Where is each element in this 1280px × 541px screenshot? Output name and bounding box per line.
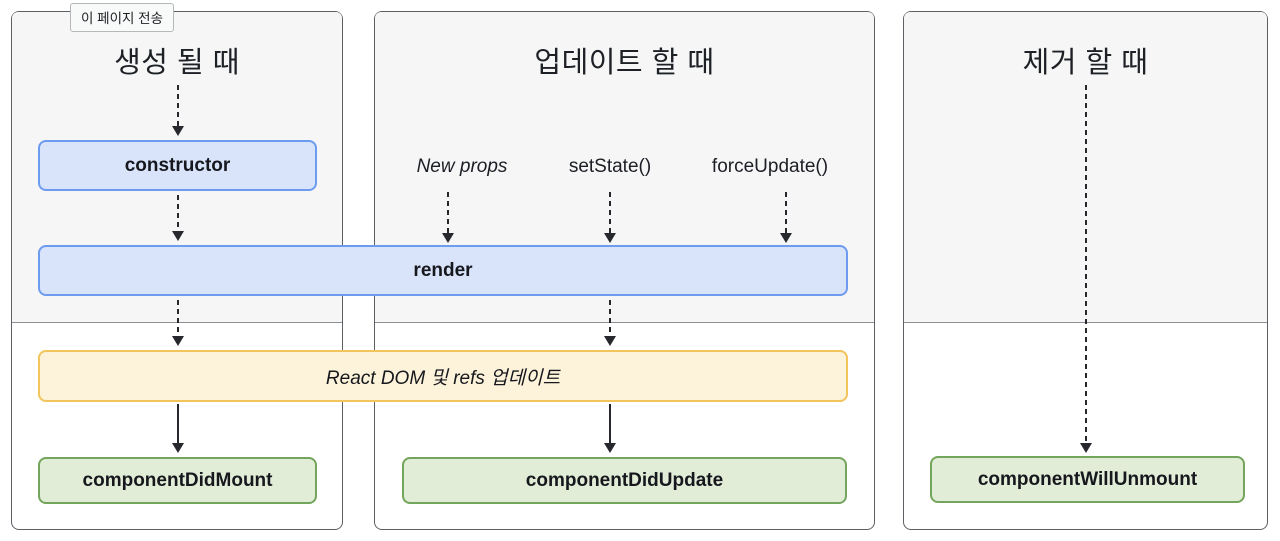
node-componentdidupdate-label: componentDidUpdate [525,469,724,491]
arrow-down-icon [604,336,616,346]
node-constructor-label: constructor [124,154,231,176]
node-componentwillunmount: componentWillUnmount [930,456,1245,503]
node-componentdidupdate: componentDidUpdate [402,457,847,504]
panel-mount-title: 생성 될 때 [114,47,240,79]
node-render-label: render [413,259,473,281]
arrow-stem [447,192,449,234]
trigger-new-props: New props [416,156,508,177]
arrow-stem [177,404,179,444]
arrow-down-icon [604,233,616,243]
node-react-dom-update: React DOM 및 refs 업데이트 [38,350,848,402]
arrow-stem [785,192,787,234]
node-componentdidmount: componentDidMount [38,457,317,504]
arrow-stem [609,404,611,444]
arrow-stem [609,192,611,234]
node-react-dom-update-label: React DOM 및 refs 업데이트 [325,367,561,389]
arrow-down-icon [442,233,454,243]
arrow-down-icon [1080,443,1092,453]
arrow-stem [177,85,179,127]
arrow-down-icon [172,443,184,453]
panel-update-title: 업데이트 할 때 [534,47,715,79]
arrow-down-icon [172,231,184,241]
page-tooltip: 이 페이지 전송 [70,3,175,32]
node-componentwillunmount-label: componentWillUnmount [977,468,1198,490]
arrow-stem [609,300,611,337]
node-componentdidmount-label: componentDidMount [82,469,273,491]
trigger-forceupdate: forceUpdate() [711,156,829,177]
arrow-stem [1085,85,1087,444]
arrow-down-icon [172,336,184,346]
arrow-stem [177,300,179,337]
arrow-down-icon [172,126,184,136]
panel-unmount-title: 제거 할 때 [1022,47,1149,79]
node-render: render [38,245,848,296]
arrow-stem [177,195,179,232]
arrow-down-icon [604,443,616,453]
arrow-down-icon [780,233,792,243]
trigger-setstate: setState() [568,156,652,177]
node-constructor: constructor [38,140,317,191]
page-tooltip-label: 이 페이지 전송 [81,11,164,26]
